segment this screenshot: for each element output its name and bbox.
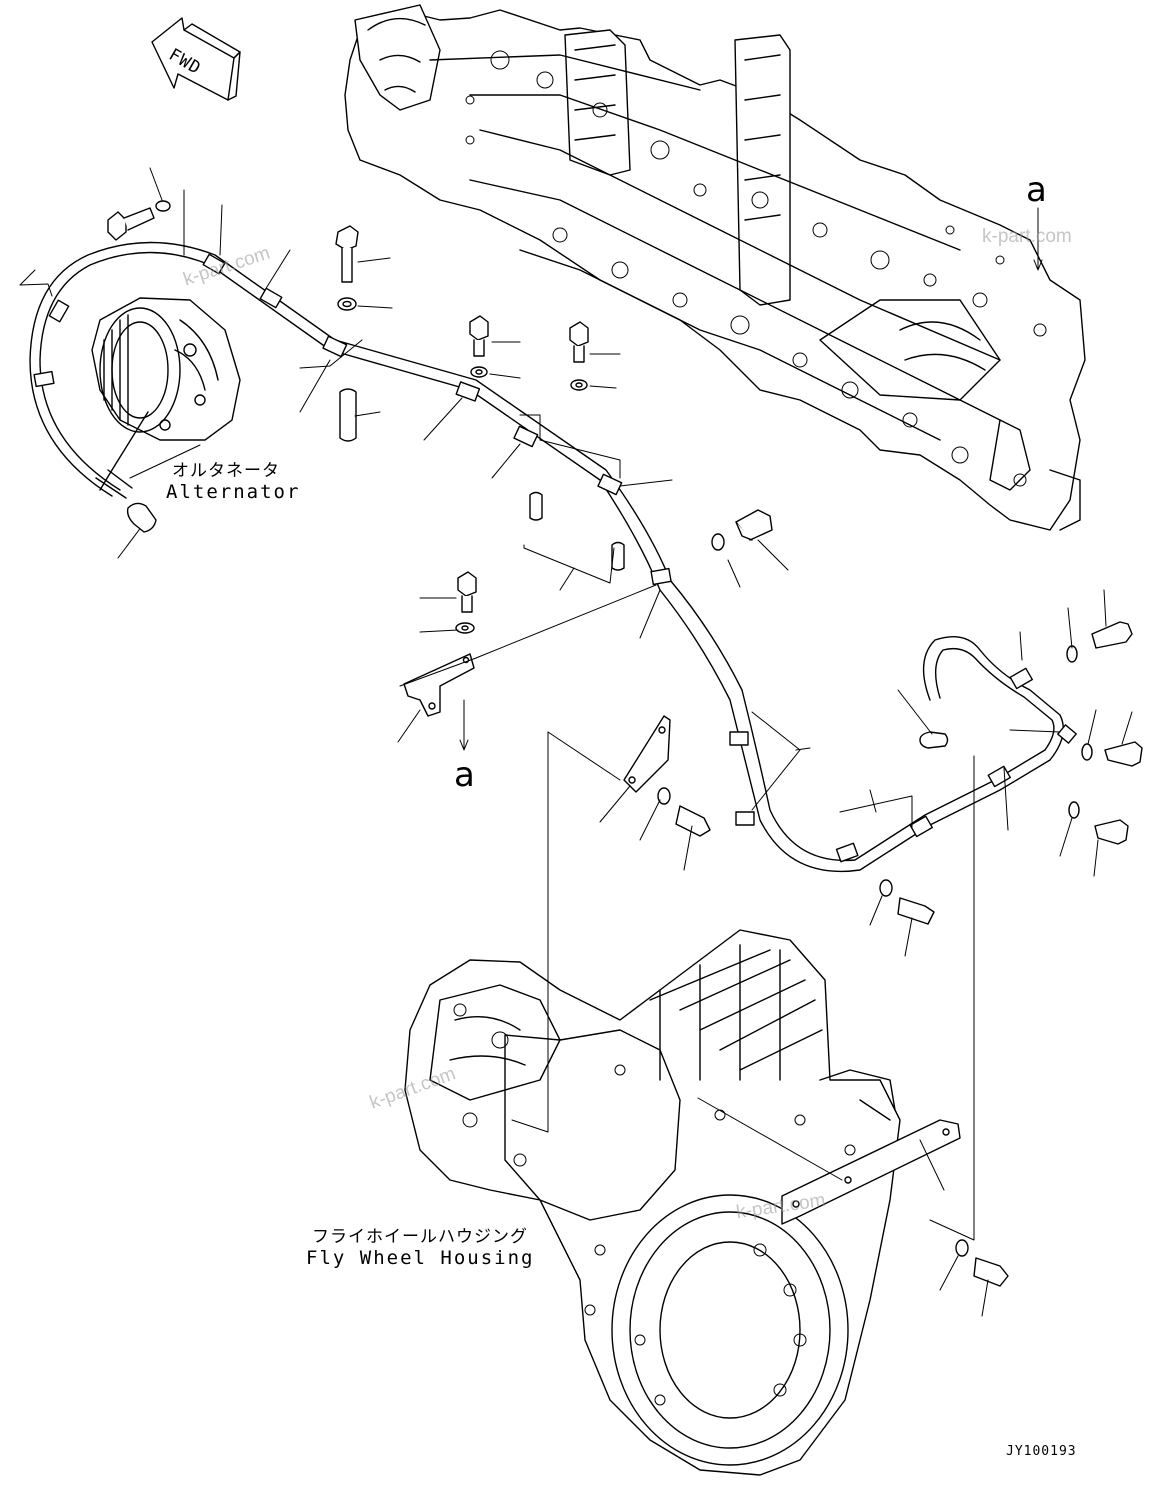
- view-a-marker-top: a: [1026, 170, 1047, 210]
- view-a-marker-mid: a: [454, 755, 475, 795]
- watermark: k-part.com: [982, 226, 1072, 247]
- harness-clamps: [33, 253, 1077, 863]
- flywheel-label-jp: フライホイールハウジング: [312, 1227, 528, 1247]
- alternator: [91, 297, 241, 499]
- alternator-label-en: Alternator: [166, 481, 301, 503]
- flywheel-label-en: Fly Wheel Housing: [306, 1247, 535, 1269]
- wire-harness: [29, 241, 1064, 873]
- hardware: [107, 200, 1143, 1287]
- alternator-label-jp: オルタネータ: [172, 461, 280, 481]
- engine-block: [344, 4, 1086, 531]
- leader-lines: [19, 167, 1133, 1317]
- fwd-arrow-icon: [151, 17, 241, 101]
- flywheel-housing: [404, 929, 901, 1476]
- drawing-code: JY100193: [1006, 1444, 1077, 1459]
- hose-tail: [126, 502, 157, 533]
